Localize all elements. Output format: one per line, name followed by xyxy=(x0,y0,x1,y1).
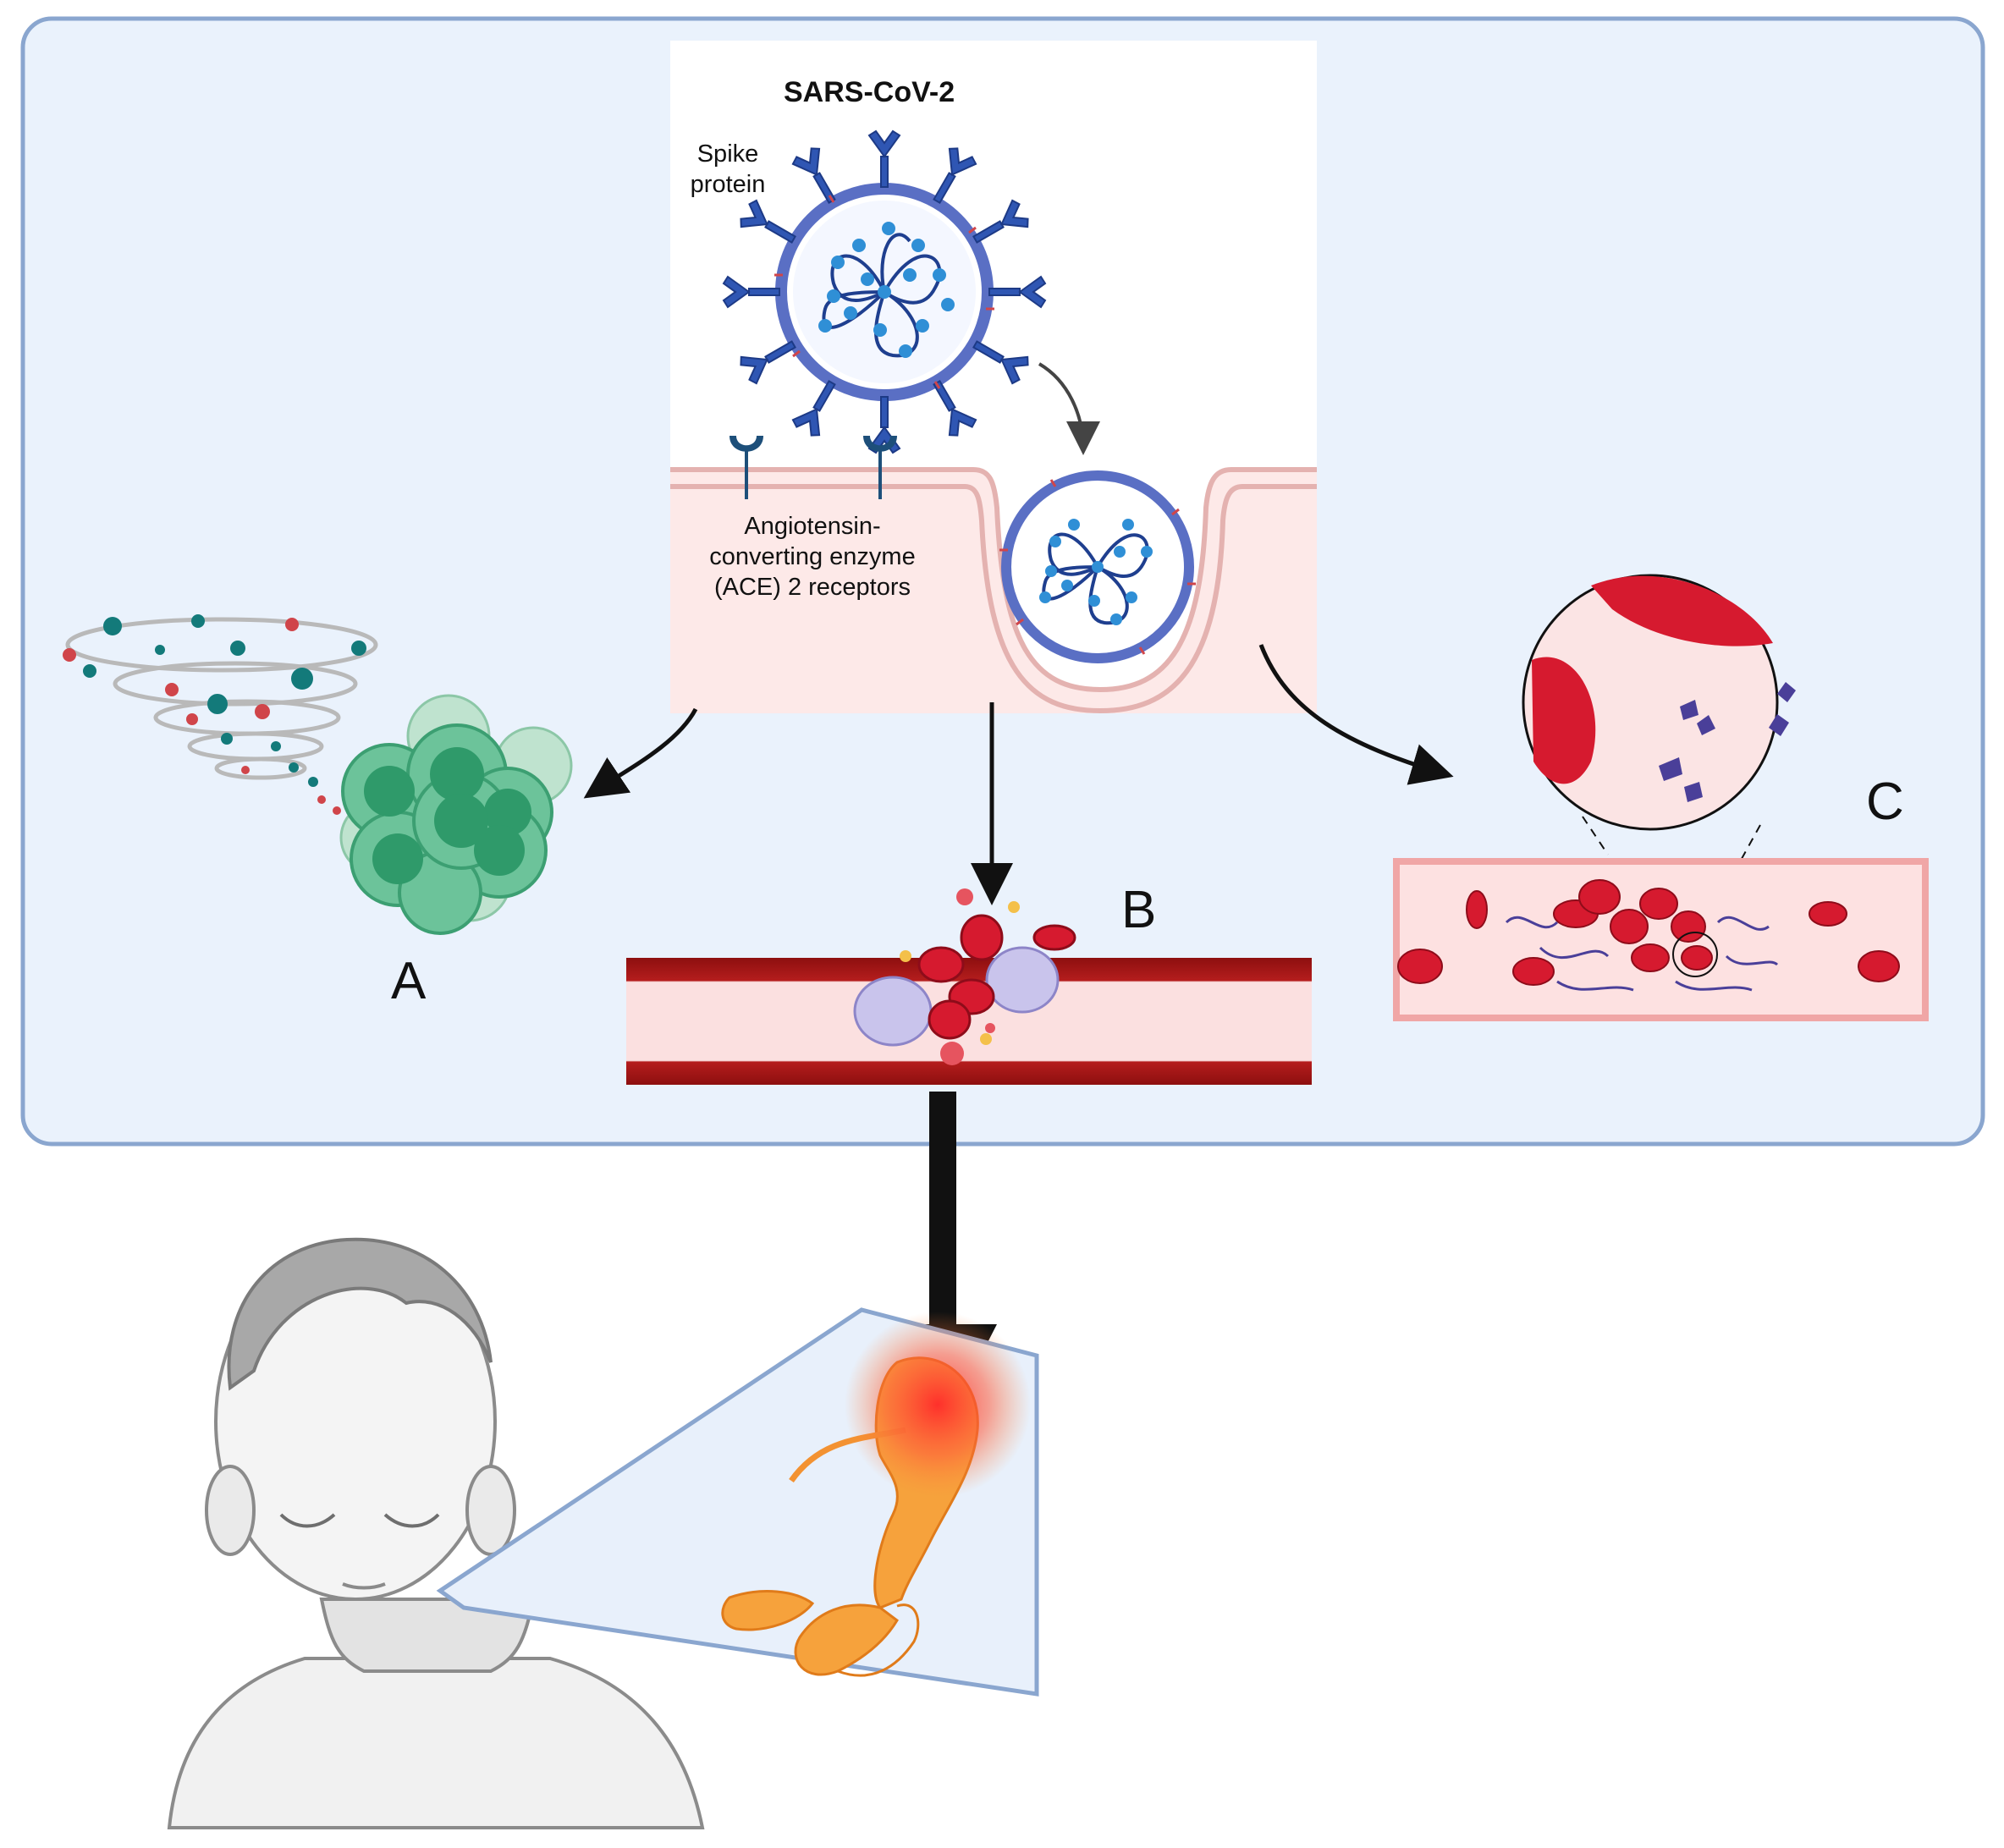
vessel-c xyxy=(1393,858,1929,1021)
blood-clot-icon xyxy=(626,888,1312,1085)
spike-label-line1: Spike xyxy=(696,140,759,168)
panel-label-a: A xyxy=(391,952,427,1010)
panel-label-c: C xyxy=(1866,773,1904,831)
ace2-receptor-icon xyxy=(729,436,897,499)
panel-label-b: B xyxy=(1121,881,1157,939)
entry-arrow xyxy=(1038,362,1100,455)
virus-entry-box xyxy=(670,41,1317,714)
spike-label-line2: protein xyxy=(690,171,766,198)
fibrin-mesh-icon xyxy=(1522,574,1796,949)
child-icon xyxy=(167,1237,705,1829)
spike-protein-label: Spike protein xyxy=(677,139,779,200)
immune-cell-cluster-icon xyxy=(339,694,573,935)
receptor-label-line2: converting enzyme xyxy=(709,543,916,570)
virus-icon xyxy=(722,129,1047,454)
receptor-label-line3: (ACE) 2 receptors xyxy=(713,574,911,601)
ace2-receptor-label: Angiotensin- converting enzyme (ACE) 2 r… xyxy=(677,511,948,602)
internalized-virus-icon xyxy=(999,470,1196,663)
virus-title: SARS-CoV-2 xyxy=(784,76,955,108)
receptor-label-line1: Angiotensin- xyxy=(744,513,881,540)
arrow-to-c xyxy=(1258,644,1454,785)
cytokine-storm-icon xyxy=(63,614,378,815)
pancreas-icon xyxy=(721,1312,1031,1677)
arrow-to-a xyxy=(583,707,698,799)
